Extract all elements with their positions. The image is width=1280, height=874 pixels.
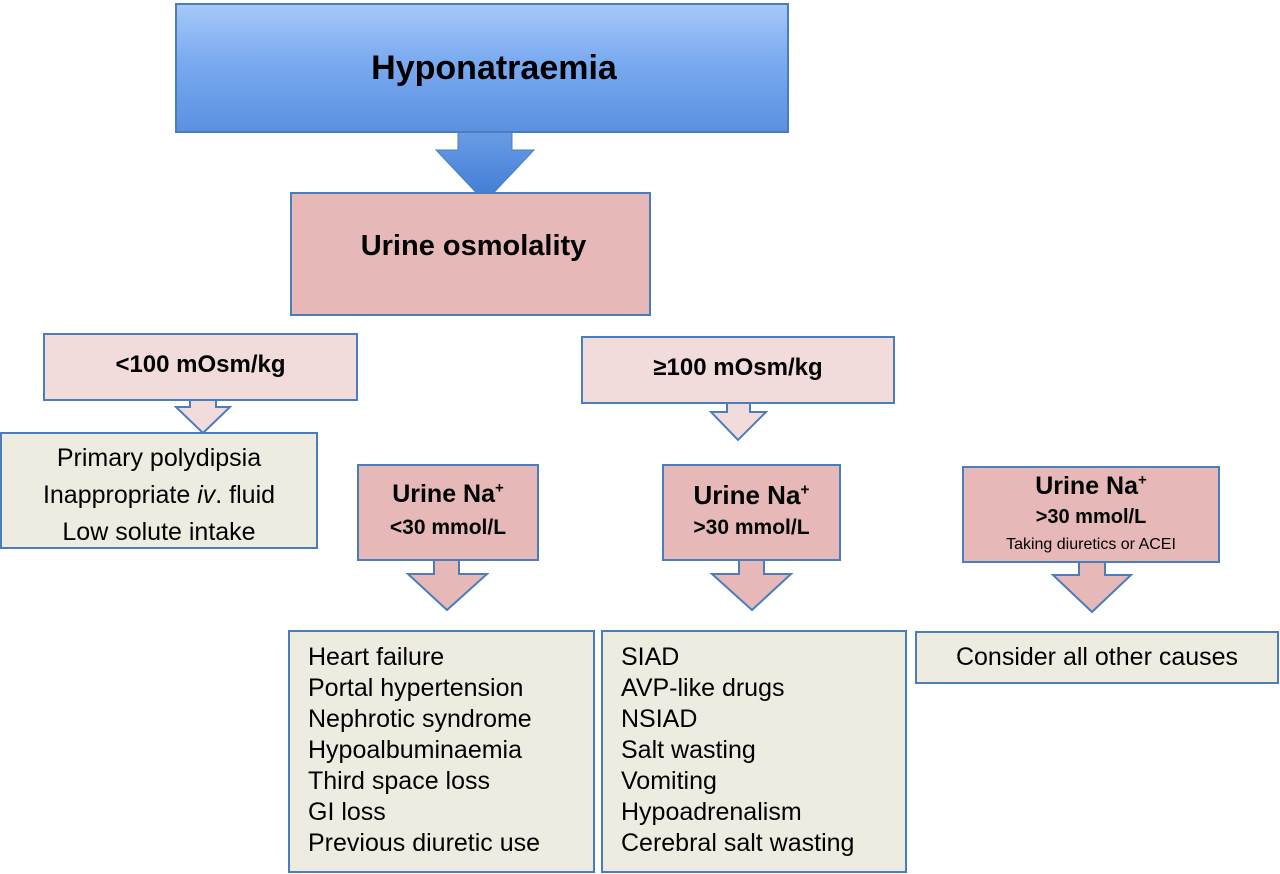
list-item: AVP-like drugs <box>621 674 785 702</box>
urine-osmolality-text: Urine osmolality <box>360 230 587 262</box>
other-causes-text: Consider all other causes <box>955 643 1239 671</box>
cause-primary-polydipsia: Primary polydipsia <box>56 444 262 472</box>
list-item: Hypoadrenalism <box>621 798 802 826</box>
list-item: Salt wasting <box>621 736 756 764</box>
list-item: Vomiting <box>621 767 717 795</box>
urine-na-note: Taking diuretics or ACEI <box>1006 536 1176 553</box>
low-osmolality-causes-box: Primary polydipsia Inappropriate iv. flu… <box>0 432 318 549</box>
list-item: GI loss <box>308 798 386 826</box>
other-causes-box: Consider all other causes <box>915 631 1279 684</box>
high-urine-na-causes-box: SIAD AVP-like drugs NSIAD Salt wasting V… <box>601 630 907 873</box>
title-text: Hyponatraemia <box>371 49 617 87</box>
list-item: Hypoalbuminaemia <box>308 736 523 764</box>
urine-na-label: Urine Na+ <box>1035 471 1147 500</box>
urine-na-diuretics-box: Urine Na+ >30 mmol/L Taking diuretics or… <box>962 466 1220 563</box>
urine-na-threshold: <30 mmol/L <box>389 516 507 539</box>
urine-na-label: Urine Na+ <box>392 479 504 508</box>
low-urine-na-causes-box: Heart failure Portal hypertension Nephro… <box>288 630 595 873</box>
list-item: Third space loss <box>308 767 491 795</box>
urine-na-threshold: >30 mmol/L <box>693 516 810 539</box>
na1-down-arrow <box>405 558 490 612</box>
high-osm-down-arrow <box>708 401 769 442</box>
list-item: Portal hypertension <box>308 674 524 702</box>
high-osmolality-box: ≥100 mOsm/kg <box>581 336 895 404</box>
list-item: Cerebral salt wasting <box>621 829 855 857</box>
low-osmolality-text: <100 mOsm/kg <box>115 351 286 378</box>
list-item: Nephrotic syndrome <box>308 705 532 733</box>
urine-na-low-box: Urine Na+ <30 mmol/L <box>357 464 539 561</box>
low-osmolality-box: <100 mOsm/kg <box>43 333 358 401</box>
title-down-arrow <box>434 130 536 203</box>
na3-down-arrow <box>1050 560 1134 614</box>
na2-down-arrow <box>709 558 794 612</box>
urine-na-high-box: Urine Na+ >30 mmol/L <box>662 464 841 561</box>
hyponatraemia-box: Hyponatraemia <box>175 3 789 133</box>
low-osm-down-arrow <box>173 398 233 435</box>
cause-low-solute-intake: Low solute intake <box>62 518 256 546</box>
list-item: Heart failure <box>308 643 445 671</box>
list-item: NSIAD <box>621 705 698 733</box>
urine-osmolality-box: Urine osmolality <box>290 192 651 316</box>
list-item: SIAD <box>621 643 680 671</box>
urine-na-threshold: >30 mmol/L <box>1035 506 1147 528</box>
urine-na-label: Urine Na+ <box>693 480 810 510</box>
cause-inappropriate-iv-fluid: Inappropriate iv. fluid <box>42 481 276 509</box>
high-osmolality-text: ≥100 mOsm/kg <box>653 354 823 381</box>
list-item: Previous diuretic use <box>308 829 541 857</box>
